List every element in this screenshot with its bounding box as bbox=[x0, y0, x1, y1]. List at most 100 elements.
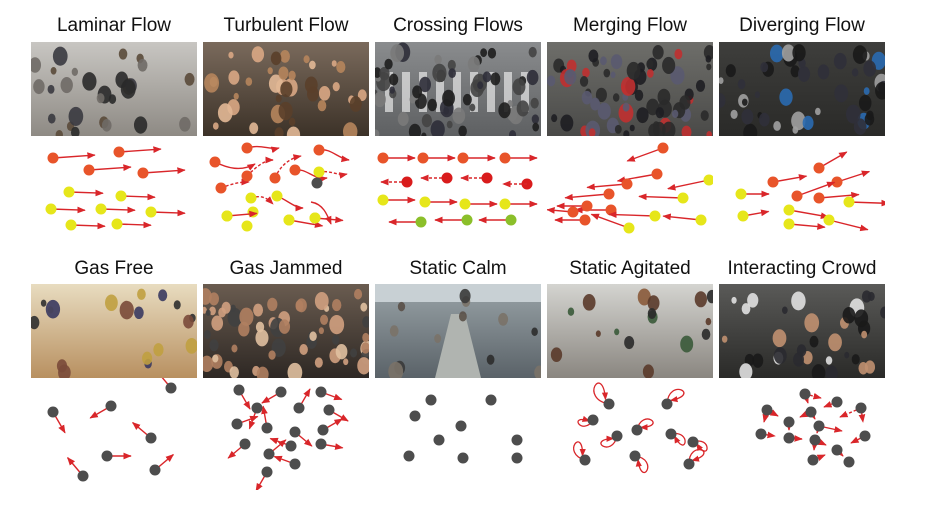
person-figure bbox=[228, 51, 234, 59]
person-figure bbox=[792, 44, 806, 62]
person-figure bbox=[477, 81, 484, 90]
person-figure bbox=[299, 343, 308, 355]
motion-arrow bbox=[214, 161, 256, 171]
person-figure bbox=[744, 353, 755, 367]
person-figure bbox=[705, 55, 712, 63]
photo-station-crowd-aerial bbox=[547, 42, 713, 136]
photo-svg bbox=[375, 284, 541, 378]
circular-motion-arrow bbox=[666, 388, 685, 405]
motion-arrow bbox=[590, 213, 630, 229]
motion-arrow bbox=[150, 209, 186, 217]
person-figure bbox=[854, 309, 869, 328]
person-figure bbox=[730, 109, 738, 120]
agent-dot bbox=[441, 172, 453, 184]
motion-arrow bbox=[608, 211, 656, 219]
agent-dot bbox=[241, 142, 253, 154]
agent-dot bbox=[271, 190, 283, 202]
person-figure bbox=[329, 314, 345, 335]
photo-svg bbox=[719, 42, 885, 136]
agent-dot bbox=[47, 406, 59, 418]
person-figure bbox=[852, 45, 868, 64]
diagram-diverging-flow bbox=[735, 151, 885, 232]
person-figure bbox=[739, 363, 753, 378]
subway-floor bbox=[435, 314, 481, 378]
agent-dot bbox=[567, 206, 579, 218]
category-title: Diverging Flow bbox=[739, 15, 865, 36]
agent-dot bbox=[603, 398, 615, 410]
agent-dot bbox=[813, 192, 825, 204]
person-figure bbox=[427, 98, 438, 112]
person-figure bbox=[288, 70, 296, 81]
person-figure bbox=[498, 102, 511, 119]
person-figure bbox=[875, 82, 885, 100]
person-figure bbox=[861, 330, 868, 339]
person-figure bbox=[509, 130, 517, 136]
agent-dot bbox=[485, 394, 497, 406]
person-figure bbox=[469, 103, 476, 112]
person-figure bbox=[695, 79, 706, 92]
diagram-gas-free bbox=[47, 378, 177, 482]
person-figure bbox=[880, 306, 885, 319]
agent-dot bbox=[843, 456, 855, 468]
agent-dot bbox=[767, 176, 779, 188]
person-figure bbox=[228, 70, 240, 85]
person-figure bbox=[623, 130, 630, 136]
person-figure bbox=[447, 59, 456, 71]
agent-dot bbox=[113, 146, 125, 158]
person-figure bbox=[866, 110, 874, 121]
agent-dot bbox=[459, 198, 471, 210]
person-figure bbox=[303, 55, 310, 64]
person-figure bbox=[629, 124, 635, 132]
person-figure bbox=[637, 288, 651, 306]
person-figure bbox=[185, 337, 197, 354]
person-figure bbox=[434, 334, 442, 344]
person-figure bbox=[773, 120, 781, 131]
agent-dot bbox=[621, 178, 633, 190]
agent-dot bbox=[579, 454, 591, 466]
person-figure bbox=[781, 44, 796, 62]
photo-dense-crowd-faces bbox=[203, 42, 369, 136]
agent-dot bbox=[233, 384, 245, 396]
person-figure bbox=[512, 78, 526, 96]
photo-svg bbox=[203, 42, 369, 136]
person-figure bbox=[105, 294, 118, 312]
person-figure bbox=[567, 307, 575, 316]
person-figure bbox=[679, 95, 691, 110]
agent-dot bbox=[791, 190, 803, 202]
agent-dot bbox=[315, 438, 327, 450]
agent-dot bbox=[115, 190, 127, 202]
agent-dot bbox=[631, 424, 643, 436]
person-figure bbox=[357, 357, 369, 375]
person-figure bbox=[31, 57, 42, 73]
agent-dot bbox=[309, 212, 321, 224]
person-figure bbox=[227, 307, 243, 327]
person-figure bbox=[119, 300, 134, 320]
person-figure bbox=[626, 61, 641, 80]
agent-dot bbox=[377, 152, 389, 164]
person-figure bbox=[588, 49, 599, 63]
person-figure bbox=[421, 114, 432, 128]
agent-dot bbox=[823, 214, 835, 226]
agent-dot bbox=[755, 428, 767, 440]
category-title: Merging Flow bbox=[572, 15, 688, 36]
agent-dot bbox=[415, 216, 427, 228]
person-figure bbox=[624, 335, 635, 350]
person-figure bbox=[267, 297, 278, 312]
person-figure bbox=[203, 329, 211, 339]
agent-dot bbox=[401, 176, 413, 188]
motion-arrow bbox=[828, 219, 869, 232]
person-figure bbox=[419, 76, 432, 93]
person-figure bbox=[158, 289, 168, 302]
agent-dot bbox=[455, 420, 467, 432]
agent-dot bbox=[101, 450, 113, 462]
person-figure bbox=[173, 300, 181, 310]
person-figure bbox=[432, 63, 447, 83]
circular-motion-arrow bbox=[593, 382, 610, 405]
agent-dot bbox=[285, 440, 297, 452]
motion-arrow bbox=[100, 206, 136, 214]
crosswalk-stripe bbox=[385, 72, 393, 112]
circular-motion-arrow bbox=[573, 441, 586, 461]
agent-dot bbox=[313, 144, 325, 156]
person-figure bbox=[582, 67, 590, 78]
category-title: Crossing Flows bbox=[393, 15, 523, 36]
